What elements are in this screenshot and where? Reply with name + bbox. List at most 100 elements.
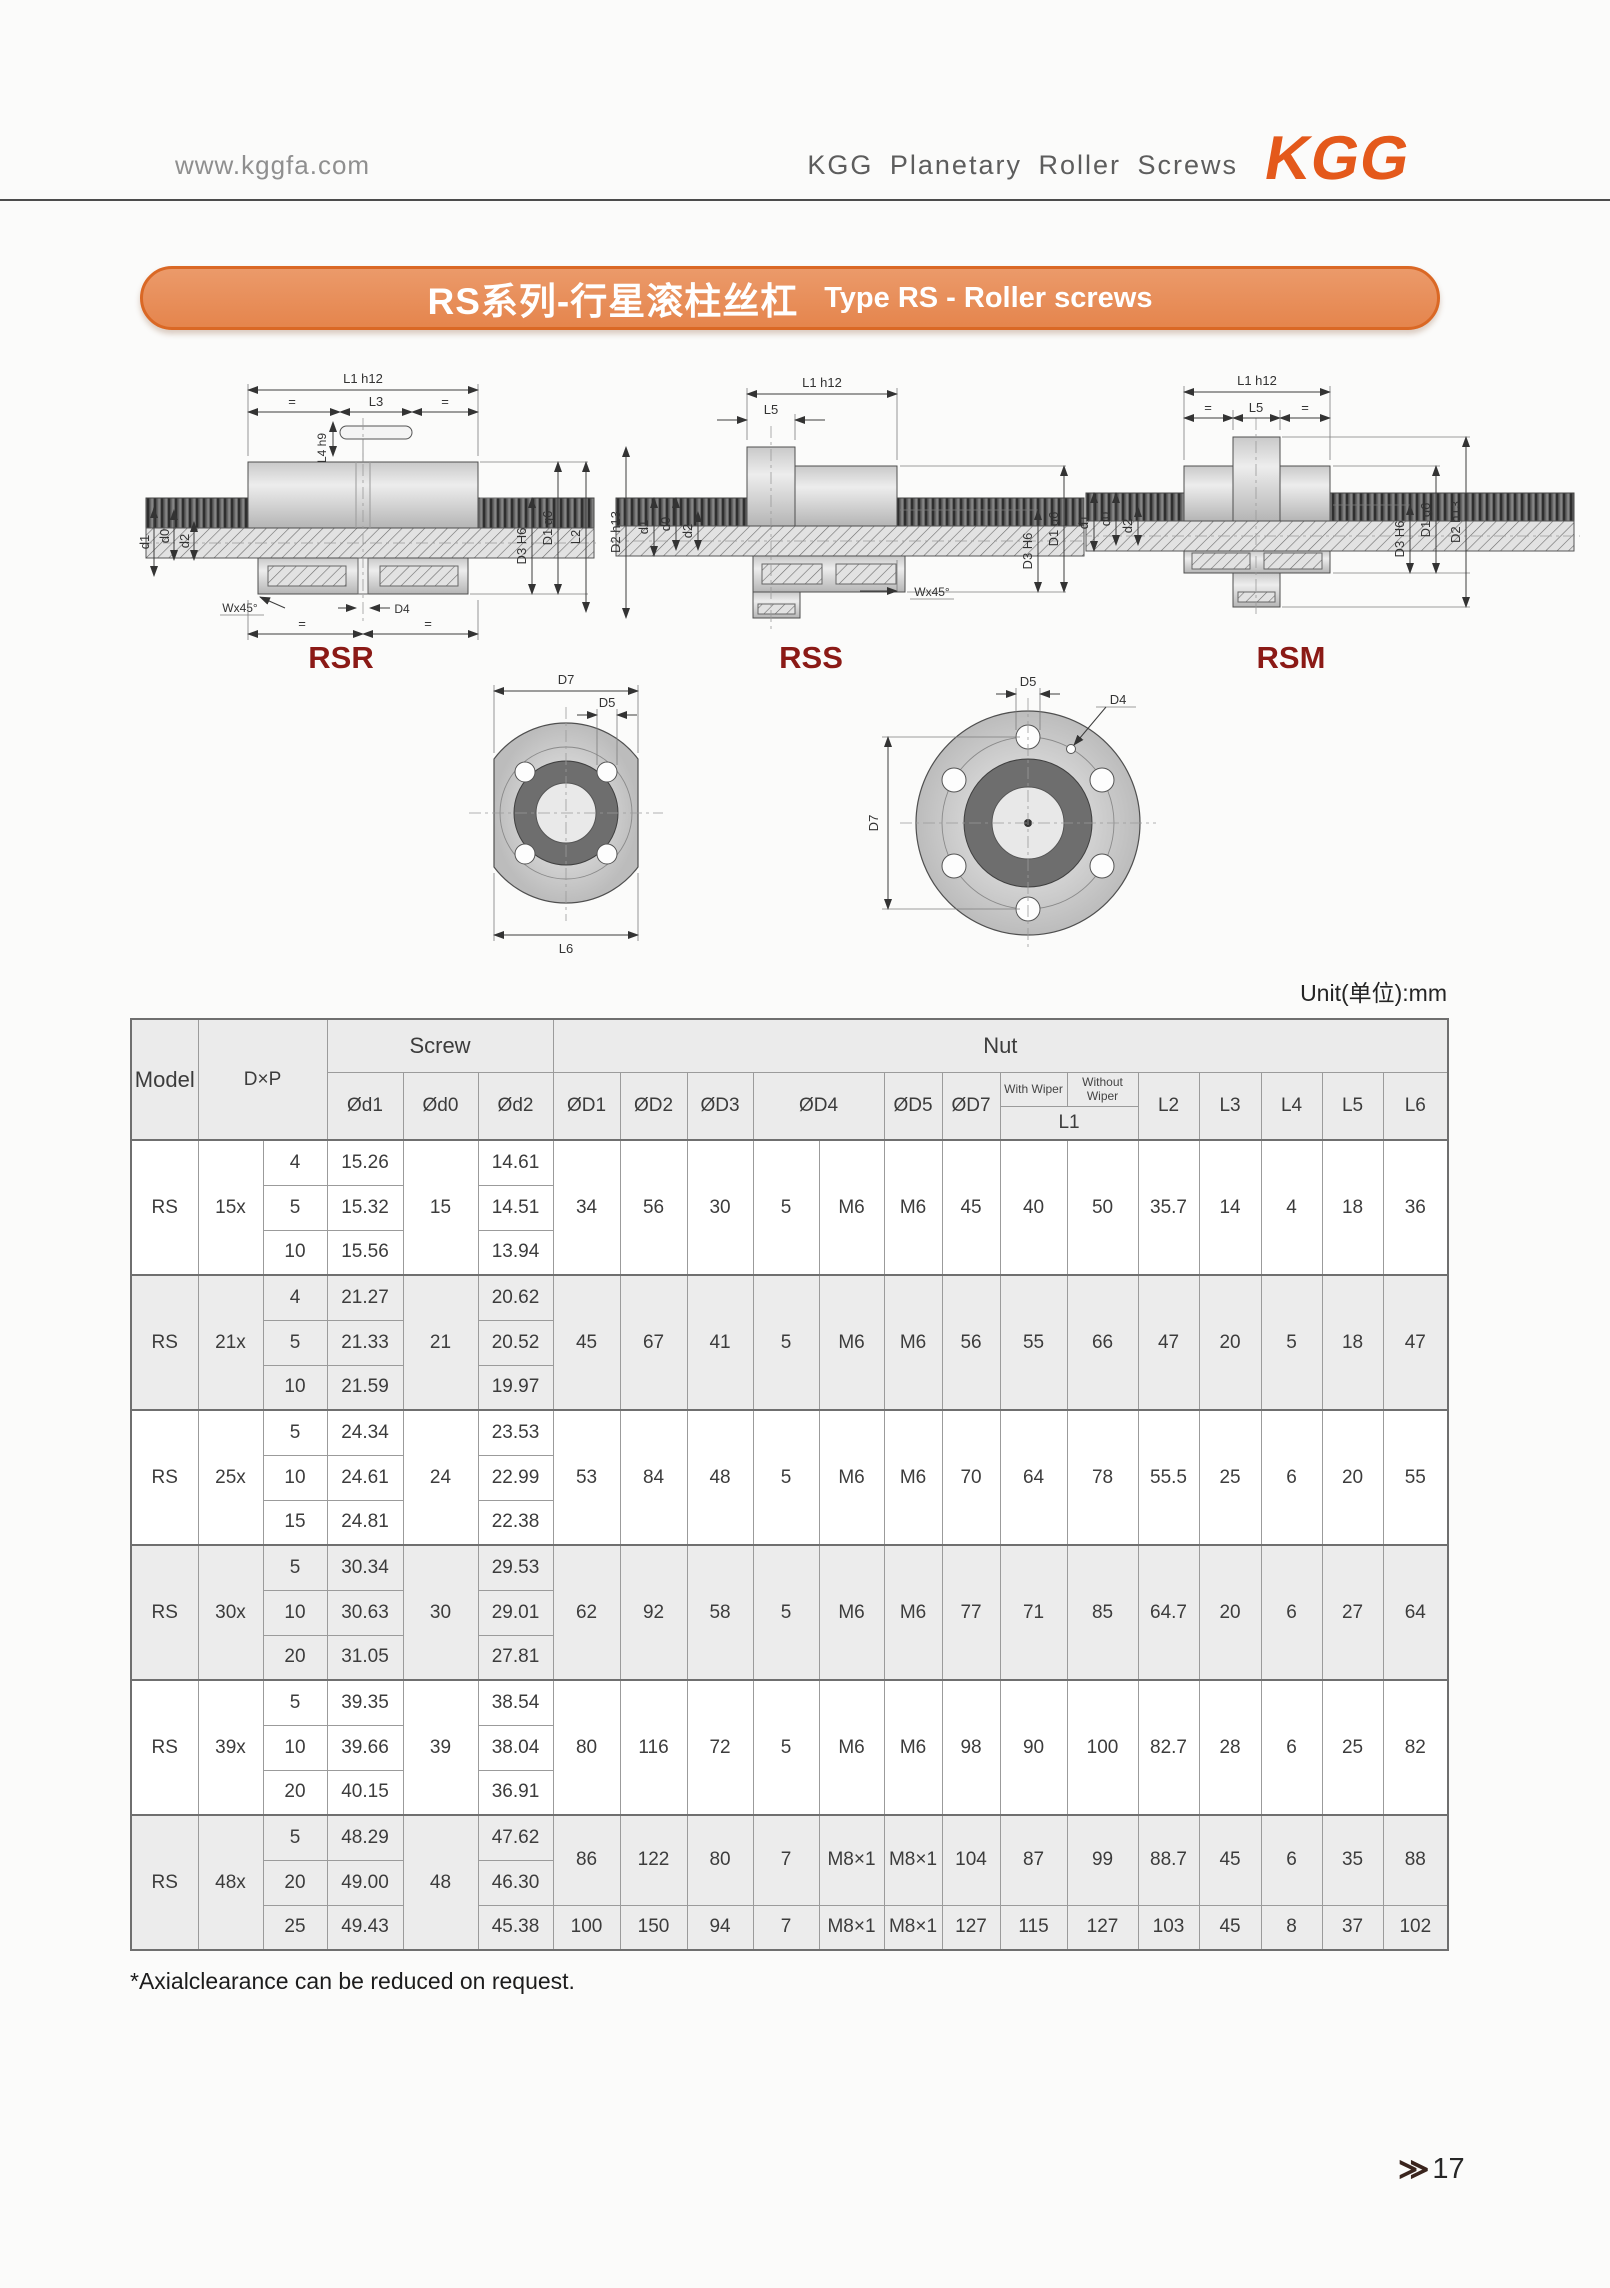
cell-nut-value: M6 — [883, 1544, 943, 1681]
cell-p: 5 — [262, 1409, 328, 1456]
cell-nut-value: 14 — [1198, 1139, 1262, 1276]
cell-d: 48x — [197, 1814, 264, 1951]
unit-note: Unit(单位):mm — [1300, 980, 1447, 1006]
cell-od0: 39 — [402, 1679, 479, 1816]
cell-nut-value: 27 — [1321, 1544, 1384, 1681]
cell-od2: 22.38 — [477, 1499, 554, 1546]
cell-nut-value: 5 — [752, 1679, 820, 1816]
cell-nut-value: M6 — [883, 1274, 943, 1411]
dim-label: L1 h12 — [343, 371, 383, 386]
cell-nut-value: M6 — [818, 1139, 885, 1276]
cell-nut-value: 47 — [1137, 1274, 1200, 1411]
cell-nut-value: 45 — [1198, 1814, 1262, 1906]
cell-nut-value: 20 — [1198, 1274, 1262, 1411]
page-number: ≫ 17 — [1398, 2152, 1465, 2187]
cell-nut-value: 50 — [1066, 1139, 1139, 1276]
cell-nut-value: 58 — [686, 1544, 754, 1681]
cell-od1: 39.66 — [326, 1724, 404, 1771]
cell-nut-value: 20 — [1198, 1544, 1262, 1681]
cell-od2: 36.91 — [477, 1769, 554, 1816]
cell-od1: 40.15 — [326, 1769, 404, 1816]
col-header-with-wiper: With Wiper — [999, 1071, 1068, 1107]
cell-nut-value: 80 — [686, 1814, 754, 1906]
cell-od1: 30.34 — [326, 1544, 404, 1591]
cell-p: 15 — [262, 1499, 328, 1546]
cell-od2: 20.52 — [477, 1319, 554, 1366]
drawing-rsm-cross-section: L1 h12 = L5 = d1 d0 d2 D3 H6 D1 g6 D2 h1… — [1076, 373, 1580, 618]
cell-nut-value: 48 — [686, 1409, 754, 1546]
dim-label: Wx45° — [222, 601, 258, 615]
col-header-without-wiper: Without Wiper — [1066, 1071, 1139, 1107]
cell-nut-value: 80 — [552, 1679, 621, 1816]
cell-od2: 46.30 — [477, 1859, 554, 1906]
cell-nut-value: 66 — [1066, 1274, 1139, 1411]
cell-d: 25x — [197, 1409, 264, 1546]
cell-nut-value: M8×1 — [818, 1814, 885, 1906]
cell-od1: 21.33 — [326, 1319, 404, 1366]
col-header-OD5: ØD5 — [883, 1071, 943, 1141]
dim-label: Wx45° — [914, 585, 950, 599]
cell-nut-value: 6 — [1260, 1679, 1323, 1816]
flange-front-dimensions: D5 D4 D7 — [866, 674, 1136, 910]
cell-od1: 49.00 — [326, 1859, 404, 1906]
cell-nut-value: 7 — [752, 1814, 820, 1906]
dim-label: d2 — [1120, 519, 1135, 533]
cell-nut-value: 20 — [1321, 1409, 1384, 1546]
cell-p: 10 — [262, 1229, 328, 1276]
cell-nut-value: 35.7 — [1137, 1139, 1200, 1276]
cell-nut-value: 127 — [941, 1904, 1001, 1951]
col-header-dxp: D×P — [197, 1018, 328, 1141]
cell-nut-value: 127 — [1066, 1904, 1139, 1951]
cell-nut-value: 40 — [999, 1139, 1068, 1276]
cell-nut-value: 18 — [1321, 1139, 1384, 1276]
page-number-value: 17 — [1432, 2153, 1465, 2185]
cell-nut-value: 6 — [1260, 1814, 1323, 1906]
cell-model: RS — [130, 1139, 199, 1276]
rsr-geometry — [140, 418, 600, 624]
cell-p: 25 — [262, 1904, 328, 1951]
cell-nut-value: 70 — [941, 1409, 1001, 1546]
col-header-OD1: ØD1 — [552, 1071, 621, 1141]
cell-p: 20 — [262, 1859, 328, 1906]
col-header-model: Model — [130, 1018, 199, 1141]
cell-nut-value: 56 — [941, 1274, 1001, 1411]
banner-title-en: Type RS - Roller screws — [824, 281, 1153, 314]
col-header-L4: L4 — [1260, 1071, 1323, 1141]
cell-nut-value: 115 — [999, 1904, 1068, 1951]
cell-od1: 49.43 — [326, 1904, 404, 1951]
cell-od1: 21.59 — [326, 1364, 404, 1411]
col-header-OD7: ØD7 — [941, 1071, 1001, 1141]
dim-label: = — [298, 616, 306, 631]
dim-label: D2 h13 — [608, 511, 623, 553]
dim-label: d1 — [1076, 515, 1091, 529]
cell-nut-value: 5 — [752, 1139, 820, 1276]
cell-nut-value: 77 — [941, 1544, 1001, 1681]
cell-nut-value: 100 — [552, 1904, 621, 1951]
cell-nut-value: 103 — [1137, 1904, 1200, 1951]
cell-nut-value: M8×1 — [818, 1904, 885, 1951]
chevron-icon: ≫ — [1398, 2153, 1430, 2186]
cell-nut-value: 25 — [1321, 1679, 1384, 1816]
dim-label: L4 h9 — [315, 433, 329, 463]
cell-d: 39x — [197, 1679, 264, 1816]
cell-nut-value: 37 — [1321, 1904, 1384, 1951]
cell-model: RS — [130, 1409, 199, 1546]
cell-od1: 31.05 — [326, 1634, 404, 1681]
cell-od2: 14.51 — [477, 1184, 554, 1231]
cell-nut-value: 98 — [941, 1679, 1001, 1816]
cell-nut-value: 92 — [619, 1544, 688, 1681]
cell-od2: 29.53 — [477, 1544, 554, 1591]
cell-nut-value: M6 — [883, 1409, 943, 1546]
dim-label: = — [441, 394, 449, 409]
dim-label: = — [288, 394, 296, 409]
